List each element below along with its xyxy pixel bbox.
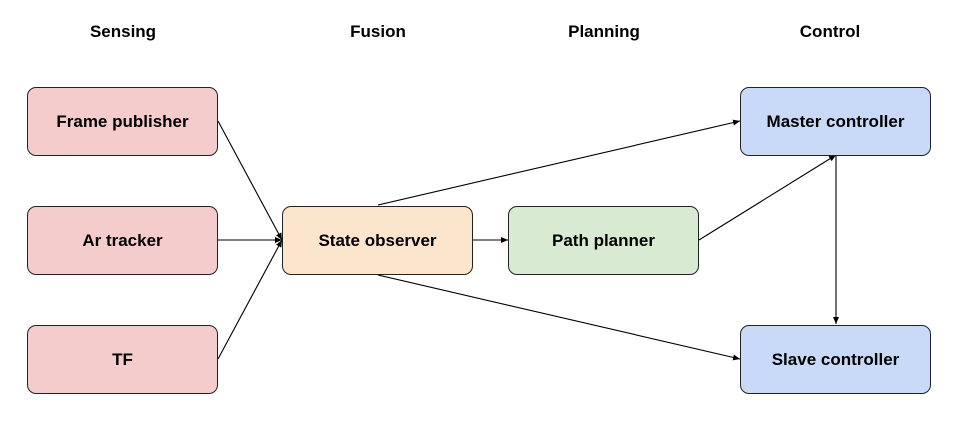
edge-tf-to-state-observer	[217, 239, 283, 360]
column-header-control: Control	[799, 22, 861, 41]
column-header-fusion: Fusion	[350, 22, 406, 41]
edge-state-observer-to-slave-controller	[377, 274, 741, 361]
edge-path-planner-to-master-controller	[698, 154, 837, 241]
node-slave-controller: Slave controller	[740, 325, 931, 394]
node-master-controller: Master controller	[740, 87, 931, 156]
node-state-observer: State observer	[282, 206, 473, 275]
edge-frame-publisher-to-state-observer	[217, 120, 283, 241]
column-header-sensing: Sensing	[89, 22, 157, 41]
node-frame-publisher: Frame publisher	[27, 87, 218, 156]
node-ar-tracker: Ar tracker	[27, 206, 218, 275]
column-header-planning: Planning	[568, 22, 640, 41]
edge-state-observer-to-master-controller	[377, 119, 741, 206]
node-path-planner: Path planner	[508, 206, 699, 275]
node-tf: TF	[27, 325, 218, 394]
